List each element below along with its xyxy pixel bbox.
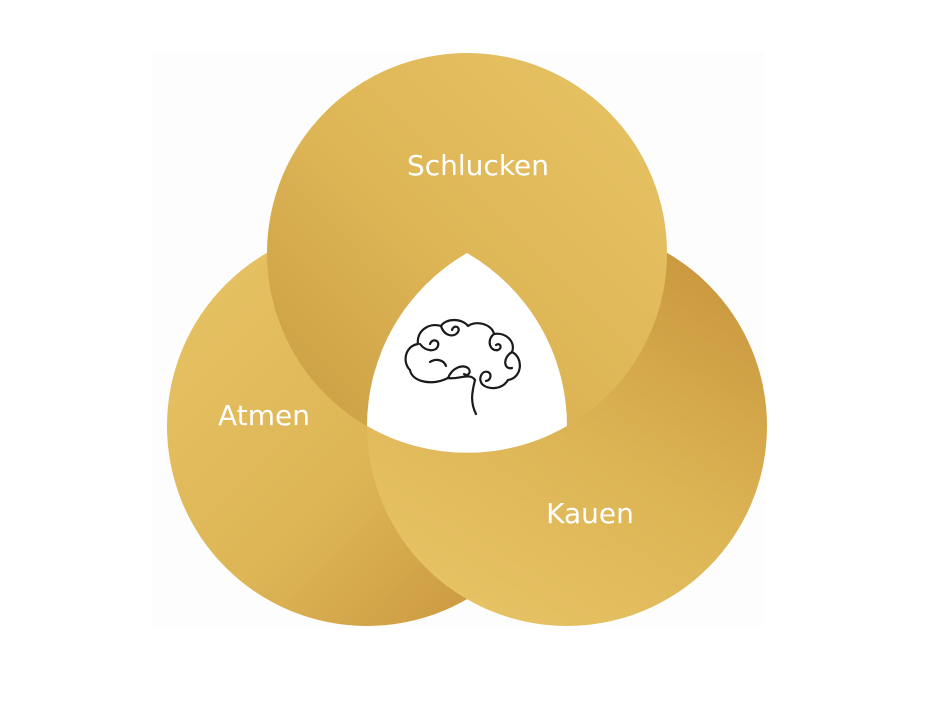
venn-center-region (367, 253, 567, 453)
venn-label-atmen: Atmen (218, 399, 310, 432)
brain-icon (404, 318, 521, 416)
venn-label-kauen: Kauen (546, 497, 634, 530)
venn-label-schlucken: Schlucken (407, 149, 549, 182)
